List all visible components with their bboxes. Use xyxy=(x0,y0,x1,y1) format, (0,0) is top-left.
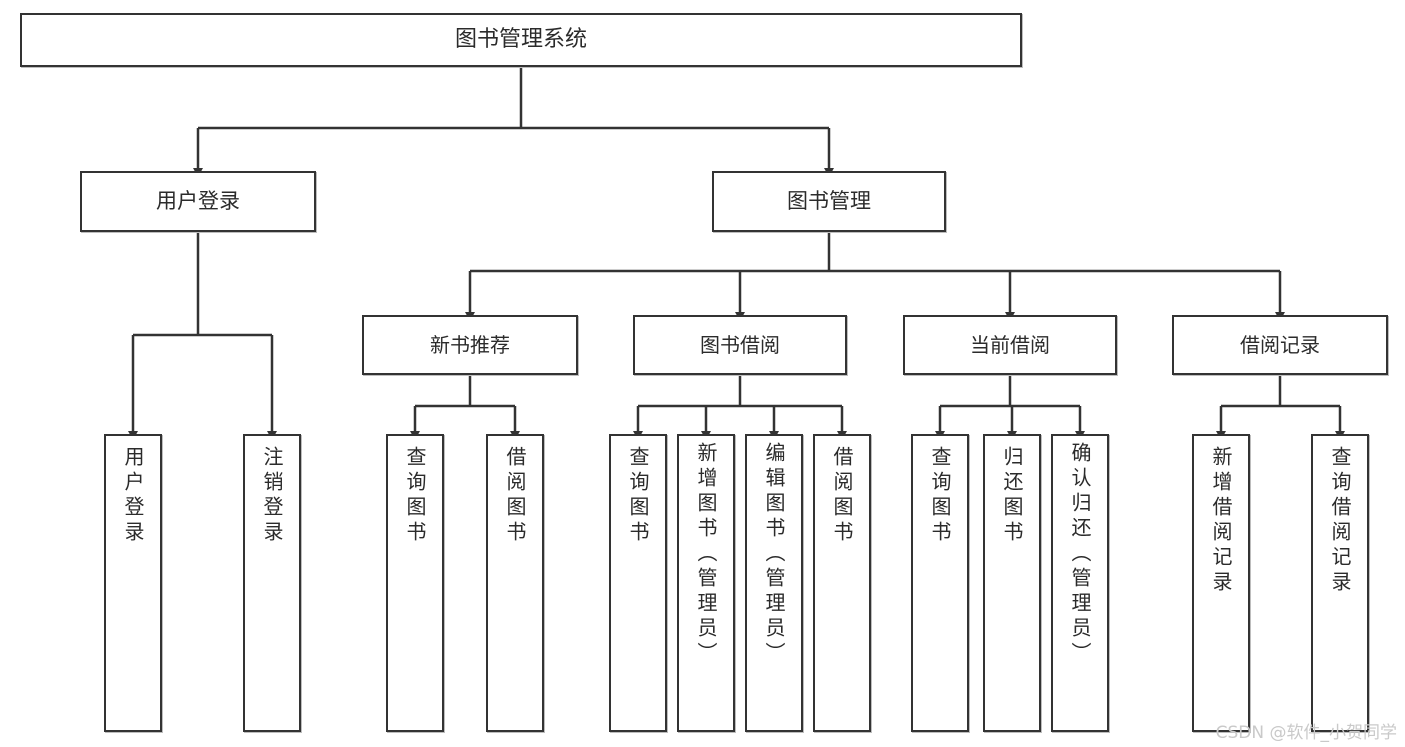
node-label: 查询图书 xyxy=(626,446,650,546)
node-label: 查询借阅记录 xyxy=(1328,446,1352,596)
node-book-borrow[interactable]: 图书借阅 xyxy=(633,315,847,375)
node-label: 新书推荐 xyxy=(430,332,510,357)
watermark: CSDN @软件_小贺同学 xyxy=(1215,723,1397,743)
node-current-borrow[interactable]: 当前借阅 xyxy=(903,315,1117,375)
node-leaf-query-rec[interactable]: 查询借阅记录 xyxy=(1311,434,1369,732)
node-label: 查询图书 xyxy=(403,446,427,546)
node-leaf-query-2[interactable]: 查询图书 xyxy=(609,434,667,732)
node-leaf-borrow-1[interactable]: 借阅图书 xyxy=(486,434,544,732)
node-label: 用户登录 xyxy=(121,446,145,546)
node-leaf-edit-book[interactable]: 编辑图书（管理员） xyxy=(745,434,803,732)
node-root[interactable]: 图书管理系统 xyxy=(20,13,1022,67)
node-label: 当前借阅 xyxy=(970,332,1050,357)
node-label: 编辑图书（管理员） xyxy=(762,442,786,667)
node-label: 图书管理 xyxy=(787,188,871,213)
node-leaf-confirm[interactable]: 确认归还（管理员） xyxy=(1051,434,1109,732)
node-leaf-borrow-2[interactable]: 借阅图书 xyxy=(813,434,871,732)
node-label: 借阅记录 xyxy=(1240,332,1320,357)
node-label: 借阅图书 xyxy=(830,446,854,546)
node-borrow-record[interactable]: 借阅记录 xyxy=(1172,315,1388,375)
node-leaf-query-1[interactable]: 查询图书 xyxy=(386,434,444,732)
node-label: 借阅图书 xyxy=(503,446,527,546)
node-new-book-rec[interactable]: 新书推荐 xyxy=(362,315,578,375)
node-leaf-add-book[interactable]: 新增图书（管理员） xyxy=(677,434,735,732)
tree-connectors xyxy=(128,67,1345,440)
node-label: 注销登录 xyxy=(260,446,284,546)
node-label: 查询图书 xyxy=(928,446,952,546)
node-user-login[interactable]: 用户登录 xyxy=(80,171,316,232)
node-label: 归还图书 xyxy=(1000,446,1024,546)
node-leaf-logout[interactable]: 注销登录 xyxy=(243,434,301,732)
node-label: 用户登录 xyxy=(156,188,240,213)
node-label: 确认归还（管理员） xyxy=(1068,442,1092,667)
node-label: 图书管理系统 xyxy=(454,26,587,52)
node-leaf-return[interactable]: 归还图书 xyxy=(983,434,1041,732)
node-leaf-user-login[interactable]: 用户登录 xyxy=(104,434,162,732)
node-leaf-add-rec[interactable]: 新增借阅记录 xyxy=(1192,434,1250,732)
node-label: 新增图书（管理员） xyxy=(694,442,718,667)
node-book-manage[interactable]: 图书管理 xyxy=(712,171,946,232)
node-label: 图书借阅 xyxy=(700,332,780,357)
node-label: 新增借阅记录 xyxy=(1209,446,1233,596)
node-leaf-query-3[interactable]: 查询图书 xyxy=(911,434,969,732)
